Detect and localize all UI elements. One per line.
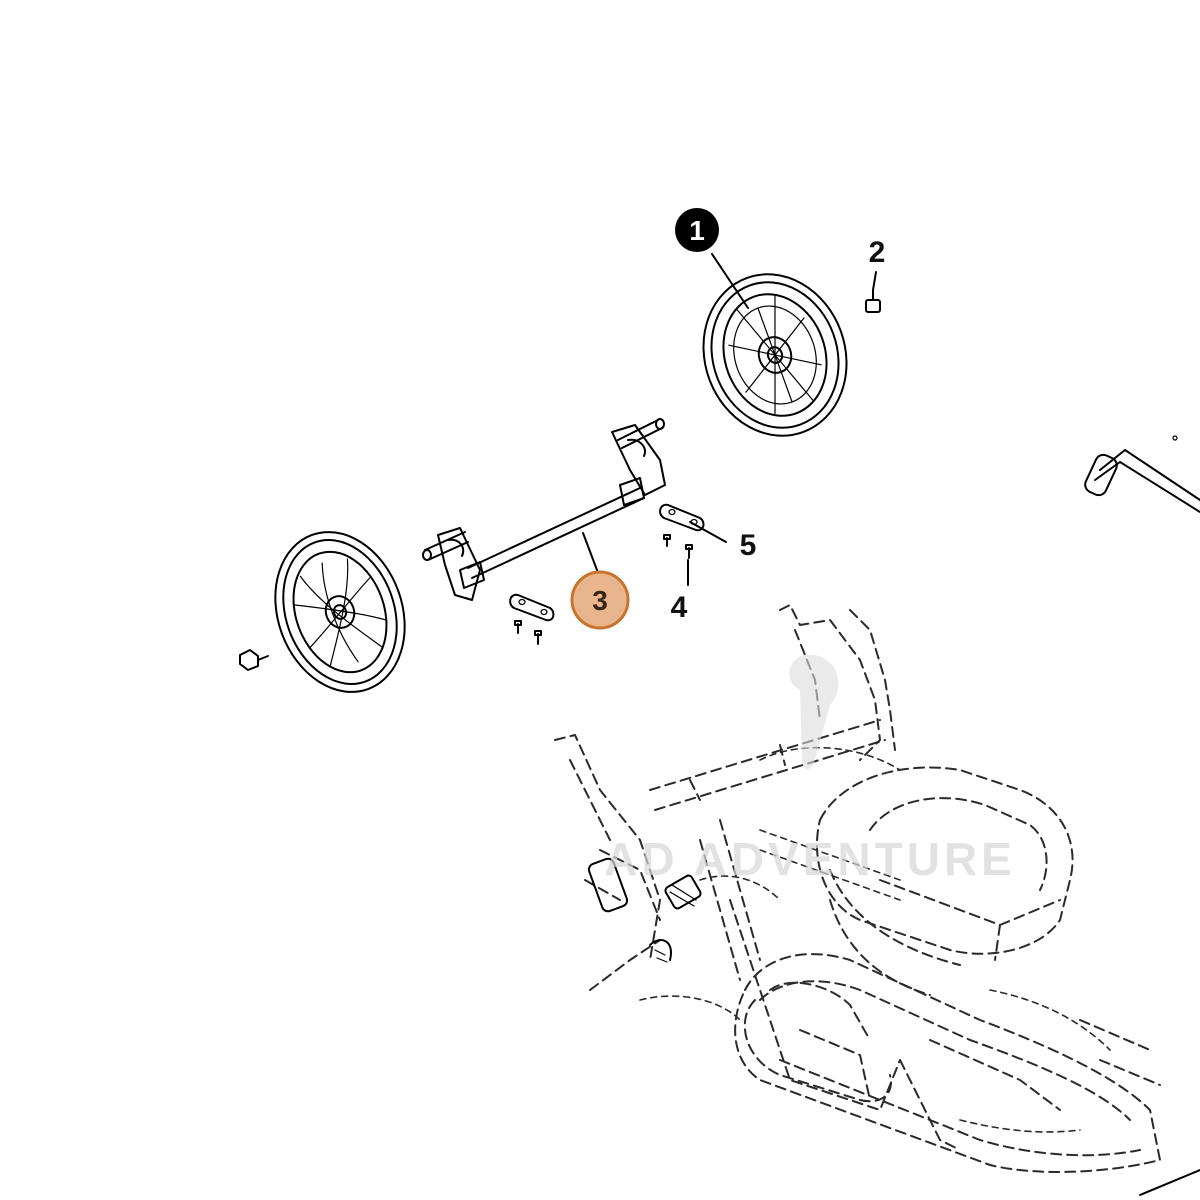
callout-2-label: 2 — [869, 236, 886, 269]
callout-2[interactable]: 2 — [869, 236, 886, 269]
callout-4[interactable]: 4 — [671, 591, 688, 624]
bolt-right — [865, 289, 881, 313]
mower-deck-ghost — [554, 604, 1161, 1173]
bolt-left — [239, 649, 269, 671]
callout-1[interactable]: 1 — [675, 208, 719, 252]
callout-3-label: 3 — [592, 585, 608, 616]
callout-1-label: 1 — [689, 215, 705, 246]
callout-3[interactable]: 3 — [570, 570, 630, 630]
screws-left — [514, 620, 542, 645]
plate-left — [509, 593, 555, 622]
handle-lower-edge — [1139, 1169, 1200, 1196]
wheel-right — [702, 273, 848, 437]
watermark: AD ADVENTURE — [604, 654, 1016, 885]
handle-bar — [1084, 435, 1200, 513]
callout-4-label: 4 — [671, 591, 688, 624]
watermark-text: AD ADVENTURE — [604, 833, 1016, 885]
wheel-left — [274, 531, 406, 693]
callout-3-badge — [570, 570, 630, 630]
callout-5-label: 5 — [740, 529, 757, 562]
rear-axle — [422, 418, 666, 601]
callout-1-badge — [675, 208, 719, 252]
callout-5[interactable]: 5 — [740, 529, 757, 562]
leader-lines — [582, 253, 877, 586]
screws-right — [663, 534, 693, 559]
height-lever — [587, 857, 702, 963]
